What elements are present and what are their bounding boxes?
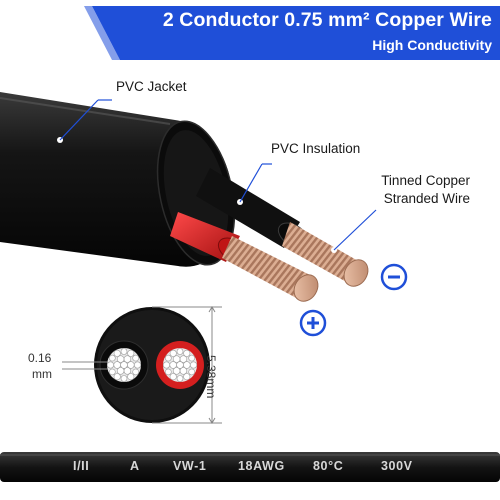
print-flame: VW-1 [173, 459, 207, 473]
black-conductor [196, 168, 369, 287]
callout-strands [331, 209, 377, 253]
cross-section [94, 307, 210, 423]
thickness-dimension [62, 361, 108, 370]
callout-insulation [237, 163, 272, 205]
print-grade: A [130, 459, 140, 473]
diameter-label: 5.38mm [204, 355, 218, 399]
printed-cable [0, 452, 500, 482]
positive-sign-icon [299, 309, 327, 337]
cable-print-row: I/II A VW-1 18AWG 80°C 300V [0, 456, 500, 478]
negative-sign-icon [380, 263, 408, 291]
label-strand-line2: Stranded Wire [383, 191, 470, 206]
callout-jacket [57, 99, 112, 143]
strand-pattern-left [107, 348, 142, 382]
print-temperature: 80°C [313, 459, 344, 473]
label-strand-line1: Tinned Copper [381, 173, 470, 188]
print-voltage: 300V [381, 459, 413, 473]
label-pvc-jacket: PVC Jacket [116, 79, 187, 94]
print-rating-class: I/II [73, 459, 90, 473]
label-pvc-insulation: PVC Insulation [271, 141, 361, 156]
banner-title: 2 Conductor 0.75 mm² Copper Wire [162, 9, 492, 31]
strand-pattern-right [163, 348, 198, 382]
print-awg: 18AWG [238, 459, 285, 473]
header-banner: 2 Conductor 0.75 mm² Copper Wire High Co… [0, 0, 500, 62]
banner-subtitle: High Conductivity [372, 37, 492, 53]
thickness-value: 0.16 [28, 351, 52, 365]
red-conductor [170, 212, 319, 302]
diameter-dimension [152, 306, 222, 424]
banner-shape [84, 6, 500, 60]
thickness-unit: mm [32, 367, 52, 381]
